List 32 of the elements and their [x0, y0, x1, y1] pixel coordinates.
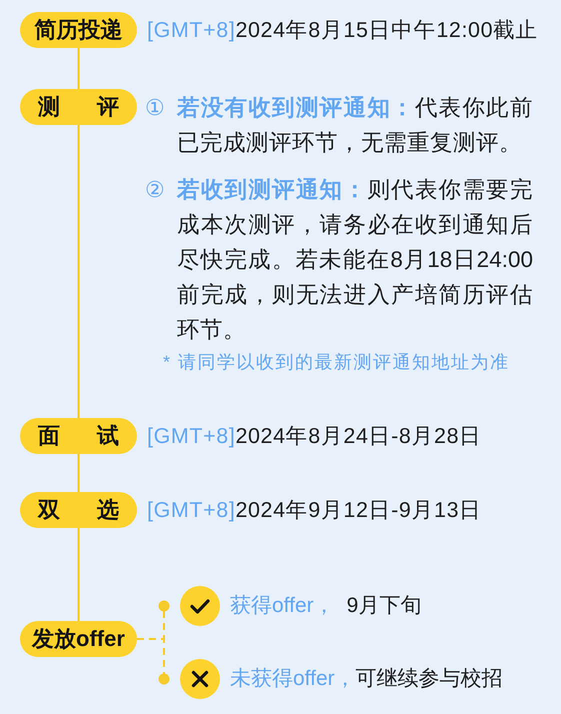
- timezone-label: [GMT+8]: [147, 17, 236, 44]
- timeline-line: [78, 528, 80, 621]
- date-text: 2024年9月12日-9月13日: [235, 497, 482, 524]
- notice-paragraph: 若收到测评通知：则代表你需要完成本次测评，请务必在收到通知后尽快完成。若未能在8月18日24:00前完成，则无法进入产培简历评估环节。: [177, 176, 533, 344]
- stage-title: 发放offer: [32, 626, 125, 652]
- stage-pill: [20, 621, 137, 657]
- cross-icon: [180, 659, 220, 699]
- timeline-line: [78, 48, 80, 89]
- date-text: 2024年8月15日中午12:00截止: [235, 17, 538, 44]
- timezone-label: [GMT+8]: [147, 497, 236, 524]
- timeline-line: [78, 454, 80, 492]
- outcome-detail: 可继续参与校招: [356, 666, 503, 692]
- outcome-detail: 9月下旬: [346, 593, 422, 619]
- stage-title: 简历投递: [34, 17, 122, 43]
- dashed-connector: [137, 638, 170, 684]
- notice-paragraph: 若没有收到测评通知：代表你此前已完成测评环节，无需重复测评。: [177, 94, 533, 156]
- stage-title: 面试: [38, 423, 119, 449]
- stage-pill: [20, 89, 137, 125]
- check-icon: [180, 586, 220, 626]
- stage-title: 测评: [38, 94, 119, 120]
- outcome-label: 获得offer，: [230, 593, 335, 619]
- stage-title: 双选: [38, 497, 119, 523]
- list-number: ②: [145, 176, 165, 204]
- list-number: ①: [145, 94, 165, 122]
- timeline-line: [78, 125, 80, 418]
- timezone-label: [GMT+8]: [147, 423, 236, 450]
- date-text: 2024年8月24日-8月28日: [235, 423, 482, 450]
- stage-pill: [20, 12, 137, 48]
- stage-pill: [20, 492, 137, 528]
- stage-pill: [20, 418, 137, 454]
- footnote-text: * 请同学以收到的最新测评通知地址为准: [163, 351, 510, 374]
- outcome-label: 未获得offer，: [230, 666, 356, 692]
